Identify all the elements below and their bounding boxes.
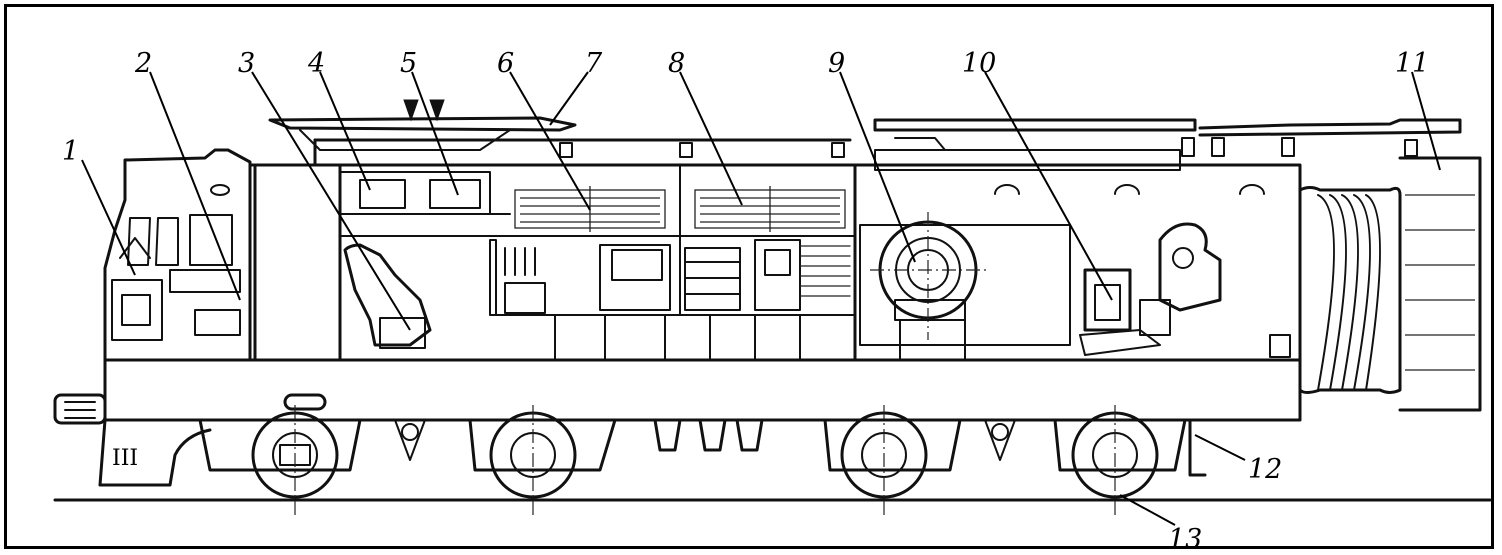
callout-10: 10 <box>962 48 996 79</box>
interior-equipment <box>111 164 1291 361</box>
callout-12: 12 <box>1248 454 1282 485</box>
leader-lines <box>81 71 1441 526</box>
callout-6: 6 <box>497 48 514 79</box>
callout-1: 1 <box>62 136 79 167</box>
callout-8: 8 <box>668 48 685 79</box>
callout-labels: 1 2 3 4 5 6 7 8 9 10 11 12 13 <box>62 48 1429 555</box>
callout-13: 13 <box>1168 524 1202 555</box>
callout-9: 9 <box>828 48 845 79</box>
gangway-bellows <box>1298 156 1482 412</box>
callout-2: 2 <box>134 48 152 79</box>
callout-11: 11 <box>1395 48 1429 79</box>
callout-3: 3 <box>238 48 255 79</box>
bogies <box>198 405 1187 515</box>
callout-7: 7 <box>585 48 603 79</box>
callout-4: 4 <box>307 48 325 79</box>
cab-marking: III <box>112 446 138 471</box>
callout-5: 5 <box>400 48 417 79</box>
